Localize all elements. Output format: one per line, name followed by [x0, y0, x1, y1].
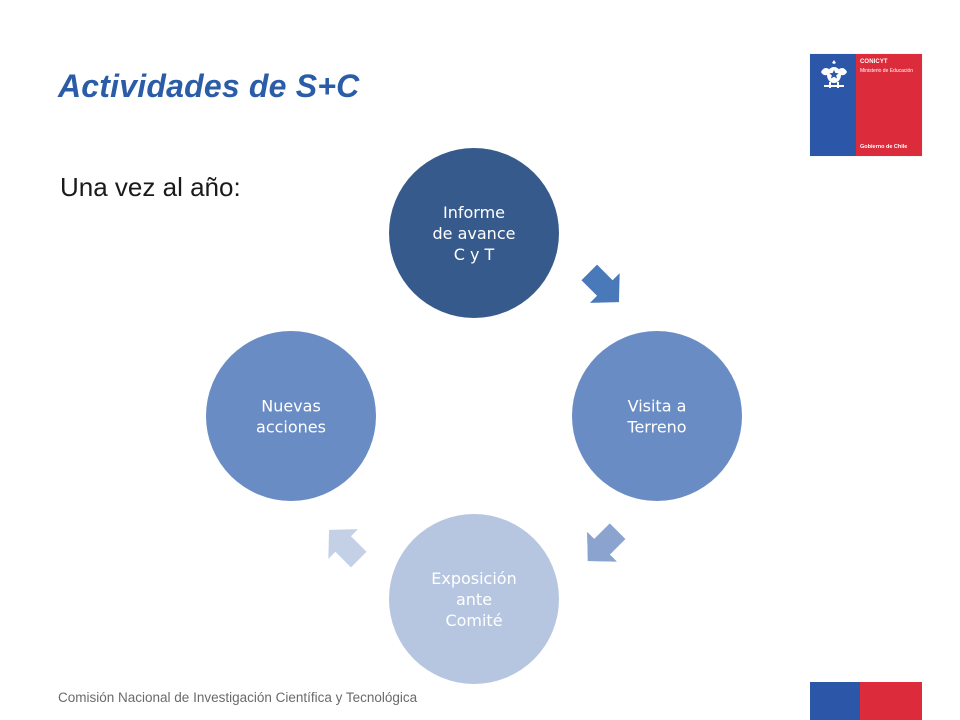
- cycle-arrow-exposicion-to-nuevas: [328, 529, 367, 568]
- cycle-node-label: Nuevas: [261, 397, 321, 416]
- cycle-node-circle: [206, 331, 376, 501]
- cycle-node-circle: [389, 514, 559, 684]
- logo-ministry: Ministerio de Educación: [860, 68, 914, 74]
- logo-government: Gobierno de Chile: [860, 144, 908, 150]
- cycle-node-informe: Informe de avance C y T: [389, 148, 559, 318]
- cycle-node-label: C y T: [454, 245, 495, 264]
- footer-flag: [810, 682, 922, 720]
- logo-name: CONICYT: [860, 59, 888, 65]
- cycle-node-label: Terreno: [626, 418, 686, 437]
- conicyt-logo: CONICYT Ministerio de Educación Gobierno…: [810, 54, 922, 156]
- cycle-arrow-nuevas-to-informe: [587, 523, 626, 562]
- logo-blue-panel: [810, 54, 856, 156]
- cycle-node-label: Visita a: [628, 397, 687, 416]
- cycle-arrow-informe-to-visita: [581, 264, 620, 303]
- cycle-node-label: Informe: [443, 203, 505, 222]
- chile-crest-icon: [821, 60, 847, 88]
- logo-red-panel: CONICYT Ministerio de Educación Gobierno…: [856, 54, 922, 156]
- cycle-node-circle: [389, 148, 559, 318]
- slide-title: Actividades de S+C: [58, 68, 360, 104]
- slide-subtitle: Una vez al año:: [60, 172, 241, 202]
- footer-text: Comisión Nacional de Investigación Cient…: [58, 690, 418, 705]
- cycle-node-label: acciones: [256, 418, 326, 437]
- cycle-node-circle: [572, 331, 742, 501]
- cycle-node-label: de avance: [433, 224, 516, 243]
- footer-flag-red: [860, 682, 922, 720]
- cycle-node-label: Comité: [445, 611, 502, 630]
- cycle-node-label: ante: [456, 590, 492, 609]
- footer-flag-blue: [810, 682, 860, 720]
- cycle-node-label: Exposición: [431, 569, 516, 588]
- cycle-node-nuevas: Nuevas acciones: [206, 331, 376, 501]
- cycle-node-visita: Visita a Terreno: [572, 331, 742, 501]
